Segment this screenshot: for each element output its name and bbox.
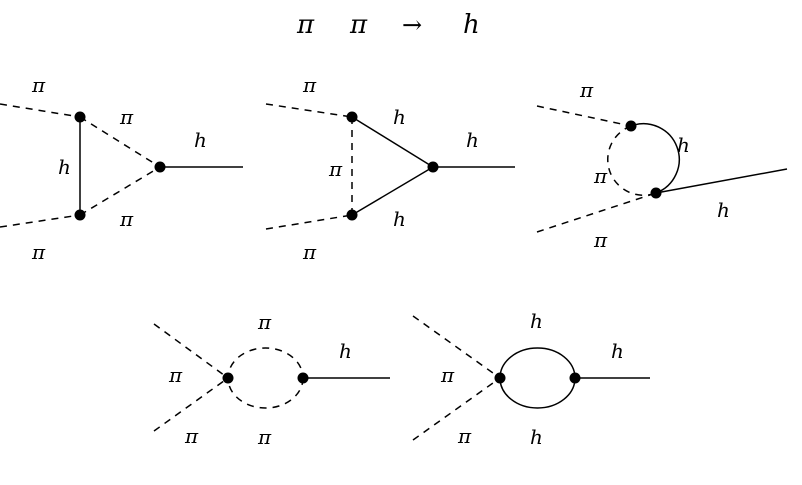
diagram-mixed-bubble: π π π h h — [536, 78, 788, 252]
diagram-triangle-higgs-exchange: π π h π π h — [0, 73, 243, 264]
incoming-pion-line-1 — [0, 103, 81, 118]
label-incoming-pion: π — [579, 78, 594, 102]
label-incoming-pion: π — [457, 424, 472, 448]
label-outgoing-higgs: h — [717, 198, 730, 222]
diagram-triangle-pion-exchange: π π π h h h — [265, 73, 515, 264]
label-outgoing-higgs: h — [194, 128, 207, 152]
vertex — [154, 161, 166, 173]
vertex — [346, 111, 358, 123]
label-internal-pion: π — [257, 310, 272, 334]
label-incoming-pion: π — [302, 73, 317, 97]
label-internal-higgs: h — [530, 309, 543, 333]
internal-higgs-line-upper — [351, 116, 434, 168]
incoming-pion-line-2 — [265, 214, 353, 230]
internal-higgs-line-lower — [351, 166, 434, 216]
label-internal-pion: π — [119, 207, 134, 231]
label-internal-higgs: h — [58, 155, 71, 179]
vertex — [427, 161, 439, 173]
vertex — [297, 372, 309, 384]
incoming-pion-line-2 — [0, 214, 81, 228]
label-internal-higgs: h — [393, 207, 406, 231]
incoming-pion-line-1 — [412, 315, 501, 379]
label-incoming-pion: π — [593, 228, 608, 252]
label-internal-pion: π — [257, 425, 272, 449]
title-arrow: → — [402, 11, 422, 39]
internal-pion-line-lower — [79, 166, 161, 216]
vertex — [569, 372, 581, 384]
internal-higgs-arc — [630, 123, 681, 194]
label-incoming-pion: π — [440, 363, 455, 387]
label-outgoing-higgs: h — [466, 128, 479, 152]
label-internal-pion: π — [593, 164, 608, 188]
incoming-pion-line-1 — [265, 103, 353, 118]
vertex — [74, 111, 86, 123]
vertex — [625, 120, 637, 132]
vertex — [346, 209, 358, 221]
label-internal-higgs: h — [530, 425, 543, 449]
title-final-higgs: h — [463, 10, 480, 40]
label-incoming-pion: π — [184, 424, 199, 448]
diagram-pion-bubble: π π π π h — [153, 310, 390, 449]
label-internal-higgs: h — [677, 133, 690, 157]
title-initial-pion-2: π — [349, 10, 368, 40]
label-internal-pion: π — [119, 105, 134, 129]
title-initial-pion-1: π — [296, 10, 315, 40]
diagram-higgs-bubble: π π h h h — [412, 309, 650, 449]
label-incoming-pion: π — [31, 73, 46, 97]
label-internal-higgs: h — [393, 105, 406, 129]
internal-pion-loop — [227, 347, 304, 409]
internal-pion-arc — [606, 125, 657, 196]
outgoing-higgs-line — [655, 168, 788, 194]
vertex — [494, 372, 506, 384]
incoming-pion-line-1 — [153, 323, 229, 379]
process-title: π π → h — [296, 10, 480, 40]
vertex — [74, 209, 86, 221]
vertex — [650, 187, 662, 199]
label-internal-pion: π — [328, 157, 343, 181]
label-incoming-pion: π — [168, 363, 183, 387]
internal-pion-line-upper — [79, 116, 161, 168]
label-outgoing-higgs: h — [611, 339, 624, 363]
incoming-pion-line-1 — [536, 105, 632, 127]
label-incoming-pion: π — [31, 240, 46, 264]
vertex — [222, 372, 234, 384]
incoming-pion-line-2 — [153, 377, 229, 432]
incoming-pion-line-2 — [536, 192, 657, 233]
incoming-pion-line-2 — [412, 377, 501, 441]
internal-higgs-loop — [499, 347, 576, 409]
label-outgoing-higgs: h — [339, 339, 352, 363]
label-incoming-pion: π — [302, 240, 317, 264]
